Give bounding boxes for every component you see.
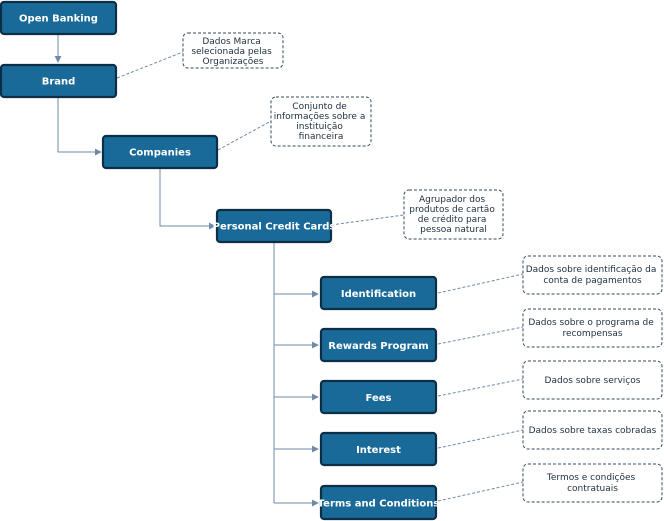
note-link-companies xyxy=(217,120,272,151)
svg-text:Dados sobre identificação da: Dados sobre identificação da conta de pa… xyxy=(526,265,660,286)
connector-brand-companies xyxy=(57,97,102,156)
node-fees[interactable]: Fees xyxy=(319,379,438,415)
note-pcc-line: produtos de cartão xyxy=(409,205,495,215)
svg-text:Termos e condições contr: Termos e condições contratuais xyxy=(546,473,638,494)
note-brand-line: Dados Marca xyxy=(202,37,260,47)
note-companies-line: instituição xyxy=(296,122,343,132)
node-brand-label: Brand xyxy=(42,77,76,88)
node-terms-and-conditions[interactable]: Terms and Conditions xyxy=(318,484,440,521)
node-open-banking-label: Open Banking xyxy=(19,14,98,25)
node-interest-label: Interest xyxy=(356,445,401,456)
note-link-pcc xyxy=(330,214,405,226)
note-pcc-line: de crédito para xyxy=(418,214,487,225)
note-identification-line: Dados sobre identificação da xyxy=(526,265,657,275)
svg-text:Conjunto de informações: Conjunto de informações sobre a institui… xyxy=(274,102,368,142)
node-terms-and-conditions-label: Terms and Conditions xyxy=(318,499,440,510)
note-terms-line: contratuais xyxy=(567,484,618,494)
svg-text:Agrupador dos produtos d: Agrupador dos produtos de cartão de créd… xyxy=(409,195,497,235)
note-identification-line: conta de pagamentos xyxy=(543,276,642,286)
note-link-interest xyxy=(437,429,524,449)
note-link-terms xyxy=(437,481,524,502)
connector-companies-pcc xyxy=(159,169,216,230)
note-brand-line: Organizações xyxy=(203,57,264,67)
node-brand[interactable]: Brand xyxy=(0,63,118,99)
note-fees-line: Dados sobre serviços xyxy=(545,376,641,386)
note-terms-line: Termos e condições xyxy=(546,473,636,483)
node-fees-label: Fees xyxy=(366,393,392,404)
annotation-links xyxy=(116,51,524,502)
note-rewards-line: Dados sobre o programa de xyxy=(528,318,654,328)
note-link-brand xyxy=(116,51,184,79)
node-identification[interactable]: Identification xyxy=(319,275,438,311)
note-personal-credit-cards: Agrupador dos produtos de cartão de créd… xyxy=(403,189,504,240)
node-rewards-program-label: Rewards Program xyxy=(328,341,428,352)
note-interest-line: Dados sobre taxas cobradas xyxy=(529,426,657,436)
node-companies[interactable]: Companies xyxy=(101,134,219,170)
note-interest: Dados sobre taxas cobradas xyxy=(522,410,663,450)
node-personal-credit-cards-label: Personal Credit Cards xyxy=(213,222,336,233)
note-companies-line: informações sobre a xyxy=(274,112,366,122)
note-identification: Dados sobre identificação da conta de pa… xyxy=(522,255,663,295)
tree-connectors xyxy=(54,34,319,507)
note-brand: Dados Marca selecionada pelas Organizaçõ… xyxy=(182,32,284,69)
note-brand-line: selecionada pelas xyxy=(191,47,272,57)
note-rewards-program: Dados sobre o programa de recompensas xyxy=(522,308,663,348)
note-link-fees xyxy=(437,378,524,397)
note-fees: Dados sobre serviços xyxy=(522,360,663,400)
node-open-banking[interactable]: Open Banking xyxy=(0,0,118,36)
note-pcc-line: Agrupador dos xyxy=(419,195,486,205)
node-personal-credit-cards[interactable]: Personal Credit Cards xyxy=(213,208,336,244)
note-terms-and-conditions: Termos e condições contratuais xyxy=(522,463,663,503)
node-rewards-program[interactable]: Rewards Program xyxy=(319,327,438,363)
note-companies-line: Conjunto de xyxy=(292,102,347,112)
note-companies: Conjunto de informações sobre a institui… xyxy=(270,96,372,147)
node-interest[interactable]: Interest xyxy=(319,431,438,467)
note-rewards-line: recompensas xyxy=(562,329,622,339)
note-pcc-line: pessoa natural xyxy=(420,225,487,235)
note-companies-line: financeira xyxy=(299,132,344,142)
note-link-rewards xyxy=(437,326,524,345)
node-companies-label: Companies xyxy=(129,148,191,159)
node-identification-label: Identification xyxy=(341,289,416,300)
note-link-identification xyxy=(437,273,524,294)
svg-text:Dados sobre o programa de: Dados sobre o programa de recompensas xyxy=(528,318,656,339)
svg-text:Dados Marca selecionada: Dados Marca selecionada pelas Organizaçõ… xyxy=(191,37,274,67)
